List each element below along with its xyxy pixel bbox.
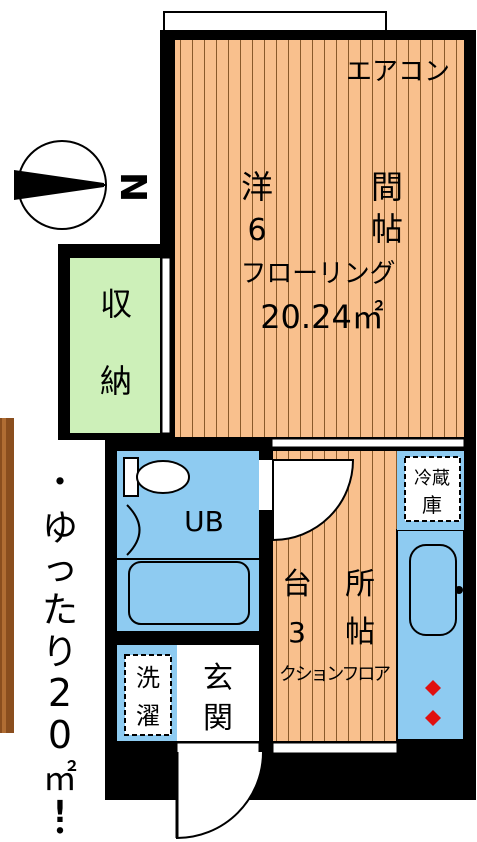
- entrance-door-frame: [176, 742, 260, 754]
- laundry-label-2: 濯: [136, 702, 160, 730]
- basin-icon: [126, 504, 141, 556]
- kitchen-floor: クションフロア: [279, 664, 391, 685]
- kitchen-size: 3: [288, 616, 306, 649]
- kitchen-name-2: 所: [345, 567, 375, 602]
- toilet-icon: [123, 457, 190, 497]
- western-room-name-1: 洋: [241, 168, 273, 206]
- laundry-wall: [105, 631, 273, 645]
- sliding-door: [271, 438, 465, 448]
- tagline-char: ゆ: [42, 508, 78, 549]
- tagline-char: っ: [42, 548, 78, 589]
- tagline-char: ㎡: [43, 759, 77, 799]
- faucet-icon: [455, 586, 463, 594]
- western-room-area: 20.24㎡: [260, 298, 384, 336]
- compass-north-label: N: [115, 172, 156, 202]
- bath-label: UB: [184, 505, 224, 538]
- door-swing: [272, 459, 355, 542]
- fridge-label-1: 冷蔵: [414, 468, 450, 489]
- kitchen-window: [272, 742, 398, 754]
- western-room-name-2: 間: [371, 168, 403, 206]
- aircon-label: エアコン: [346, 57, 450, 87]
- kitchen-size-unit: 帖: [345, 615, 375, 650]
- entrance-label-1: 玄: [203, 661, 233, 696]
- entrance-area: [177, 645, 259, 741]
- sink-icon: [409, 544, 457, 636]
- western-room: [175, 40, 464, 437]
- western-room-size-unit: 帖: [371, 210, 403, 248]
- tagline: ・ ゆ っ た り 2 0 ㎡ ! ・: [42, 463, 78, 842]
- kitchen-name-1: 台: [282, 567, 312, 602]
- storage-label-1: 収: [100, 285, 132, 323]
- storage-door-rail: [161, 257, 171, 434]
- photo-strip-highlight: [2, 418, 6, 733]
- entrance-label-2: 関: [203, 701, 233, 736]
- tagline-char: 0: [48, 713, 72, 757]
- entrance-door-icon: [176, 751, 264, 840]
- storage-label-2: 納: [100, 362, 132, 400]
- tagline-char: 2: [48, 671, 72, 715]
- western-room-floor: フローリング: [241, 259, 396, 289]
- laundry-box: [124, 654, 172, 736]
- western-room-size: 6: [247, 213, 266, 248]
- bathtub-icon: [128, 561, 250, 625]
- tagline-char: !: [53, 795, 67, 830]
- tagline-char: た: [42, 590, 78, 631]
- tagline-char: ・: [45, 815, 75, 842]
- tagline-char: ・: [43, 463, 77, 503]
- stove-icon: [425, 680, 441, 726]
- laundry-label-1: 洗: [136, 664, 160, 692]
- fridge-box: [404, 456, 461, 522]
- compass-icon: [14, 140, 107, 230]
- fridge-label-2: 庫: [422, 493, 442, 517]
- storage-room: [70, 258, 162, 433]
- tagline-char: り: [42, 632, 78, 673]
